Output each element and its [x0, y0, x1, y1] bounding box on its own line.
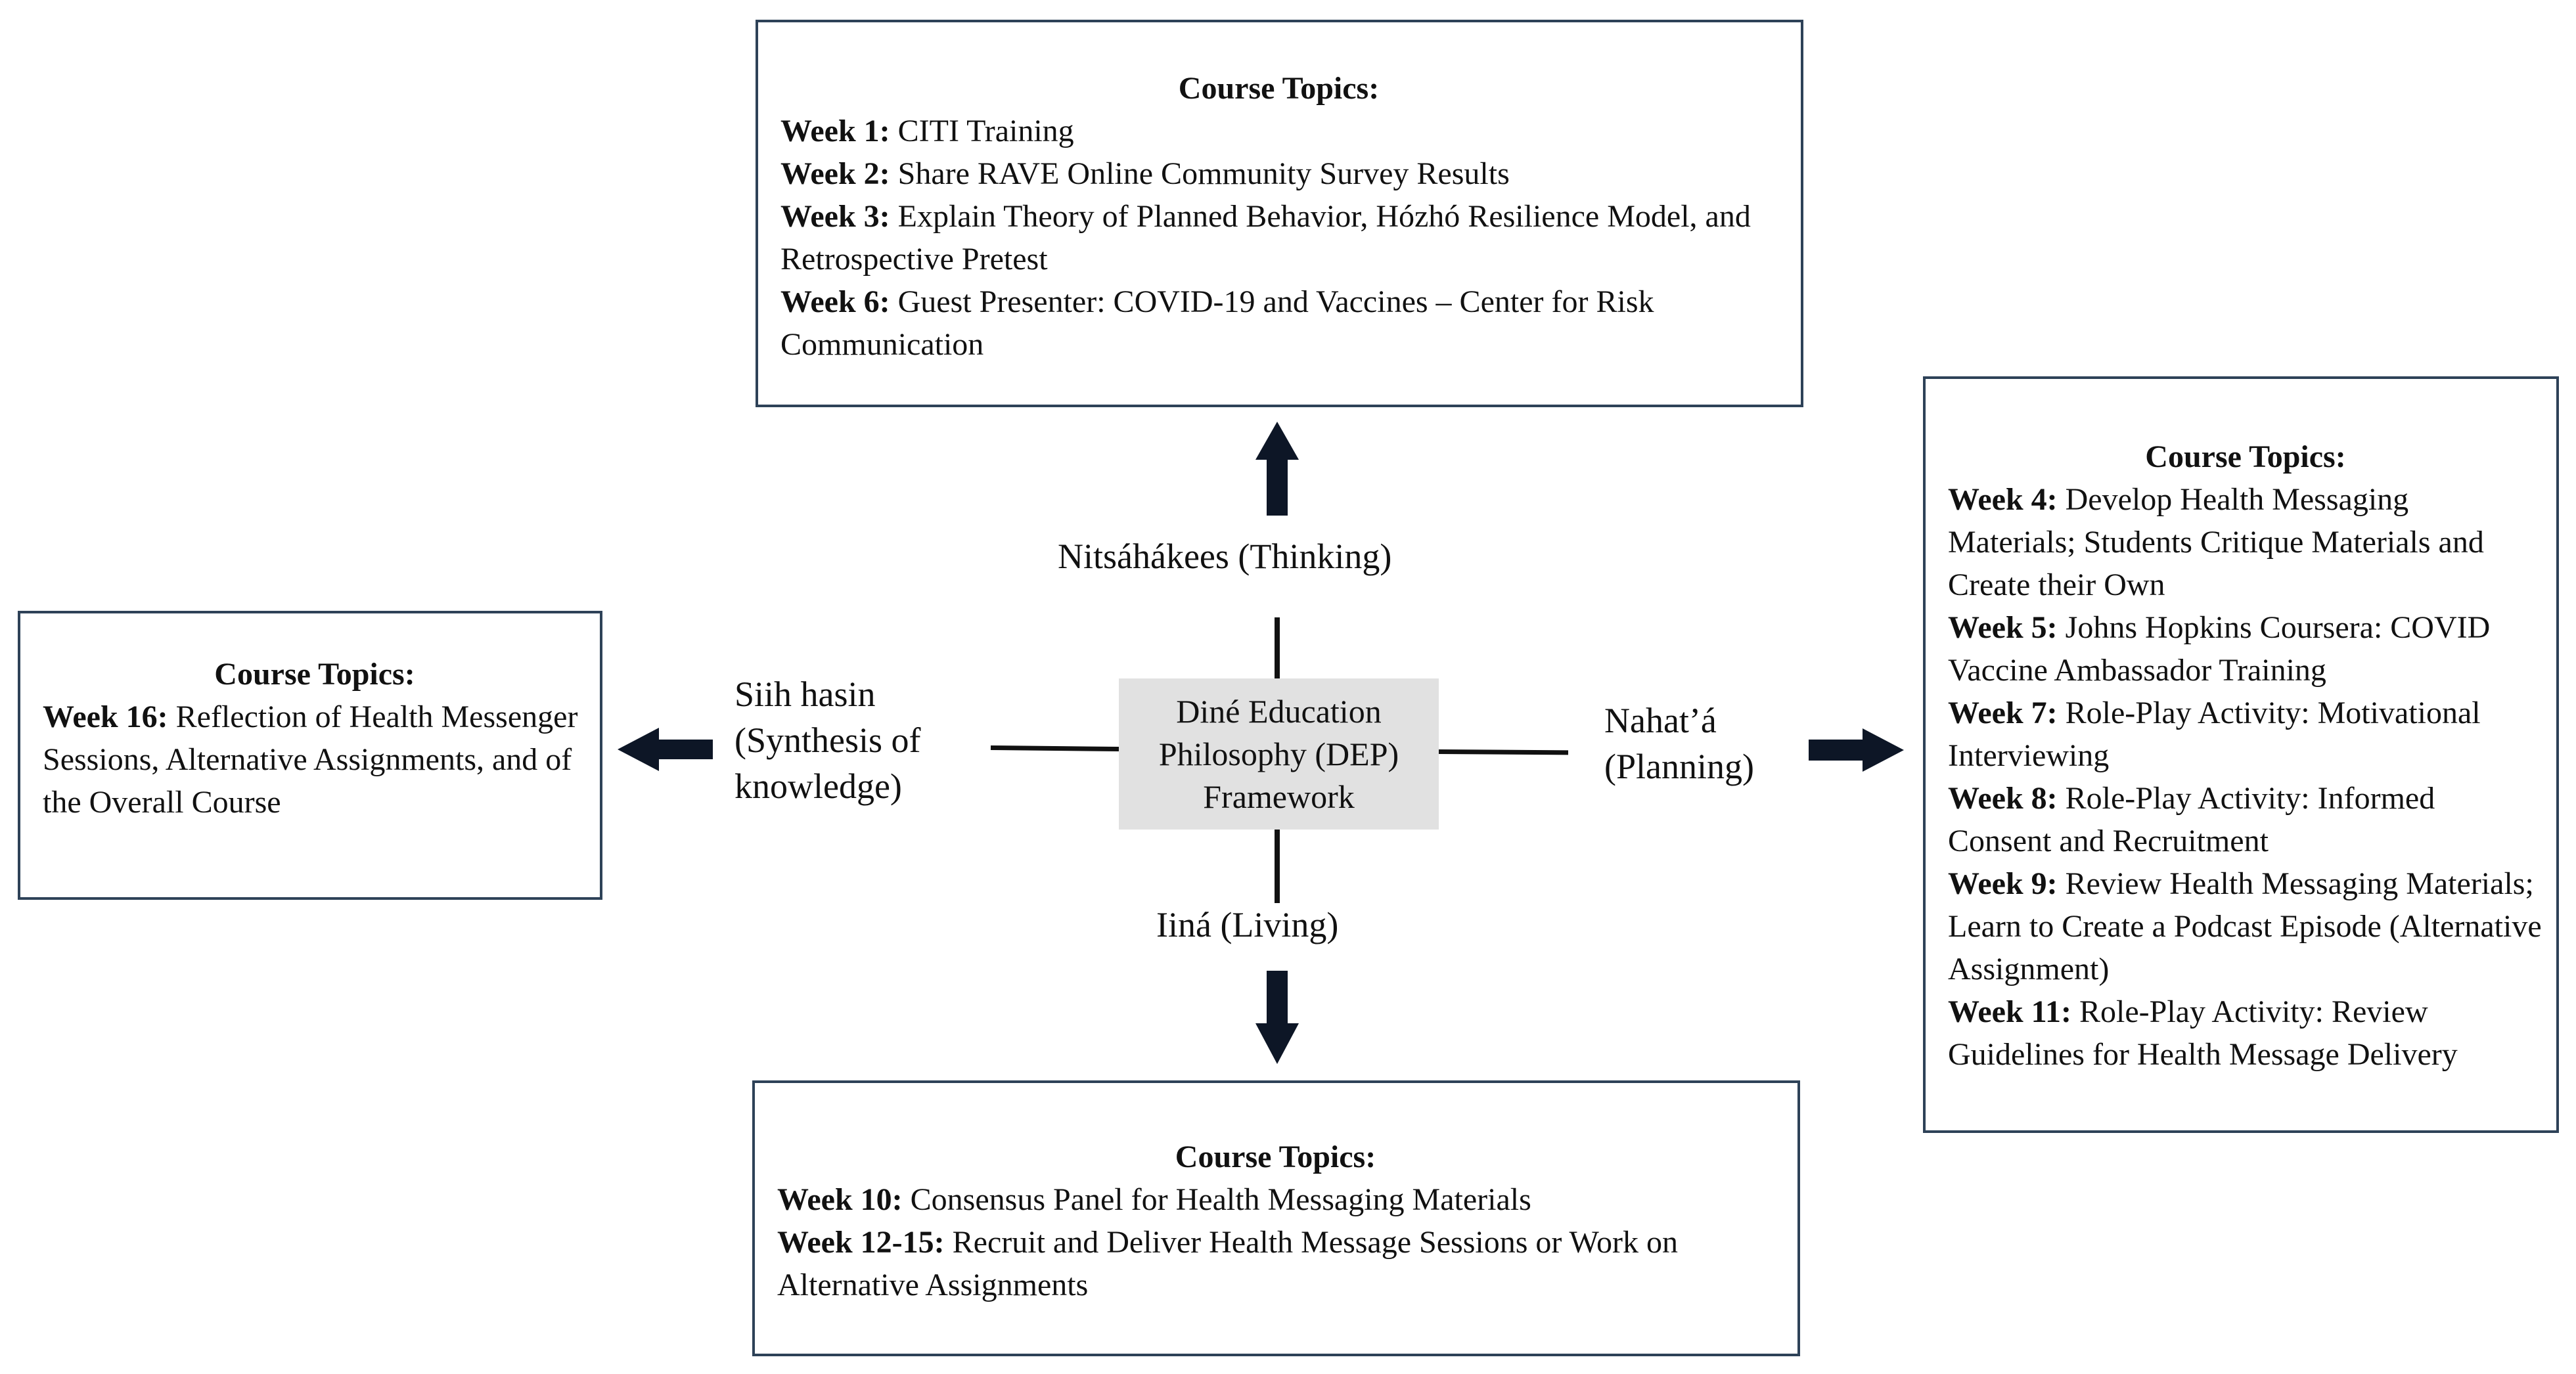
box-heading: Course Topics:	[1178, 71, 1380, 106]
direction-label-living: Iiná (Living)	[1156, 905, 1339, 944]
topic-text: Guest Presenter: COVID-19 and Vaccines –…	[780, 284, 1654, 362]
week-label: Week 11:	[1948, 994, 2071, 1029]
week-label: Week 4:	[1948, 482, 2058, 517]
direction-label-line: Siih hasin	[734, 675, 876, 714]
week-label: Week 10:	[777, 1182, 903, 1217]
topic-text: Role-Play Activity: Review Guidelines fo…	[1948, 994, 2458, 1072]
topic-text: Johns Hopkins Coursera: COVID Vaccine Am…	[1948, 610, 2491, 688]
arrow-up-icon	[1255, 422, 1299, 516]
topic-text: Reflection of Health Messenger Sessions,…	[43, 699, 578, 820]
topic-item-week-11: Week 11: Role-Play Activity: Review Guid…	[1948, 990, 2543, 1076]
center-label-text: Diné Education Philosophy (DEP) Framewor…	[1158, 692, 1399, 815]
week-label: Week 16:	[43, 699, 168, 734]
direction-label-synthesis: Siih hasin (Synthesis of knowledge)	[734, 671, 921, 809]
topic-text: Role-Play Activity: Motivational Intervi…	[1948, 696, 2481, 773]
direction-label-thinking: Nitsáhákees (Thinking)	[1058, 537, 1392, 576]
topic-text: CITI Training	[897, 114, 1074, 148]
topic-item-week-3: Week 3: Explain Theory of Planned Behavi…	[780, 195, 1777, 280]
topic-text: Develop Health Messaging Materials; Stud…	[1948, 482, 2484, 602]
topic-item-week-9: Week 9: Review Health Messaging Material…	[1948, 862, 2543, 990]
connector-line-bottom	[1275, 830, 1280, 903]
topic-item-week-6: Week 6: Guest Presenter: COVID-19 and Va…	[780, 280, 1777, 366]
week-label: Week 3:	[780, 199, 890, 234]
direction-label-planning: Nahat’á (Planning)	[1604, 698, 1754, 789]
topic-text: Role-Play Activity: Informed Consent and…	[1948, 781, 2435, 858]
topic-item-week-8: Week 8: Role-Play Activity: Informed Con…	[1948, 777, 2543, 862]
direction-label-line: knowledge)	[734, 766, 902, 806]
direction-label-line: (Planning)	[1604, 747, 1754, 786]
week-label: Week 12-15:	[777, 1225, 945, 1260]
week-label: Week 6:	[780, 284, 890, 319]
direction-label-line: (Synthesis of	[734, 720, 921, 760]
box-heading: Course Topics:	[1175, 1140, 1376, 1174]
week-label: Week 1:	[780, 114, 890, 148]
topic-item-week-16: Week 16: Reflection of Health Messenger …	[43, 696, 587, 824]
week-label: Week 2:	[780, 156, 890, 191]
topic-item-week-4: Week 4: Develop Health Messaging Materia…	[1948, 478, 2543, 606]
course-topics-box-top: Course Topics: Week 1: CITI Training Wee…	[756, 20, 1803, 407]
arrow-down-icon	[1255, 971, 1299, 1064]
dep-framework-label: Diné Education Philosophy (DEP) Framewor…	[1119, 678, 1439, 830]
arrow-right-icon	[1809, 728, 1904, 772]
topic-item-week-7: Week 7: Role-Play Activity: Motivational…	[1948, 692, 2543, 777]
direction-label-line: Nahat’á	[1604, 701, 1717, 740]
connector-line-top	[1275, 617, 1280, 678]
topic-text: Consensus Panel for Health Messaging Mat…	[910, 1182, 1531, 1217]
topic-item-week-1: Week 1: CITI Training	[780, 110, 1777, 152]
topic-text: Review Health Messaging Materials; Learn…	[1948, 866, 2542, 986]
arrow-left-icon	[618, 728, 713, 771]
topic-text: Share RAVE Online Community Survey Resul…	[897, 156, 1510, 191]
week-label: Week 7:	[1948, 696, 2058, 730]
topic-text: Recruit and Deliver Health Message Sessi…	[777, 1225, 1678, 1302]
box-heading: Course Topics:	[2145, 439, 2346, 474]
topic-text: Explain Theory of Planned Behavior, Hózh…	[780, 199, 1751, 277]
week-label: Week 5:	[1948, 610, 2058, 645]
course-topics-box-bottom: Course Topics: Week 10: Consensus Panel …	[752, 1080, 1800, 1356]
topic-item-week-12-15: Week 12-15: Recruit and Deliver Health M…	[777, 1221, 1774, 1306]
week-label: Week 8:	[1948, 781, 2058, 816]
box-heading: Course Topics:	[214, 657, 415, 692]
week-label: Week 9:	[1948, 866, 2058, 901]
topic-item-week-5: Week 5: Johns Hopkins Coursera: COVID Va…	[1948, 606, 2543, 692]
topic-item-week-10: Week 10: Consensus Panel for Health Mess…	[777, 1178, 1774, 1221]
topic-item-week-2: Week 2: Share RAVE Online Community Surv…	[780, 152, 1777, 195]
course-topics-box-right: Course Topics: Week 4: Develop Health Me…	[1923, 376, 2559, 1133]
course-topics-box-left: Course Topics: Week 16: Reflection of He…	[18, 611, 602, 900]
